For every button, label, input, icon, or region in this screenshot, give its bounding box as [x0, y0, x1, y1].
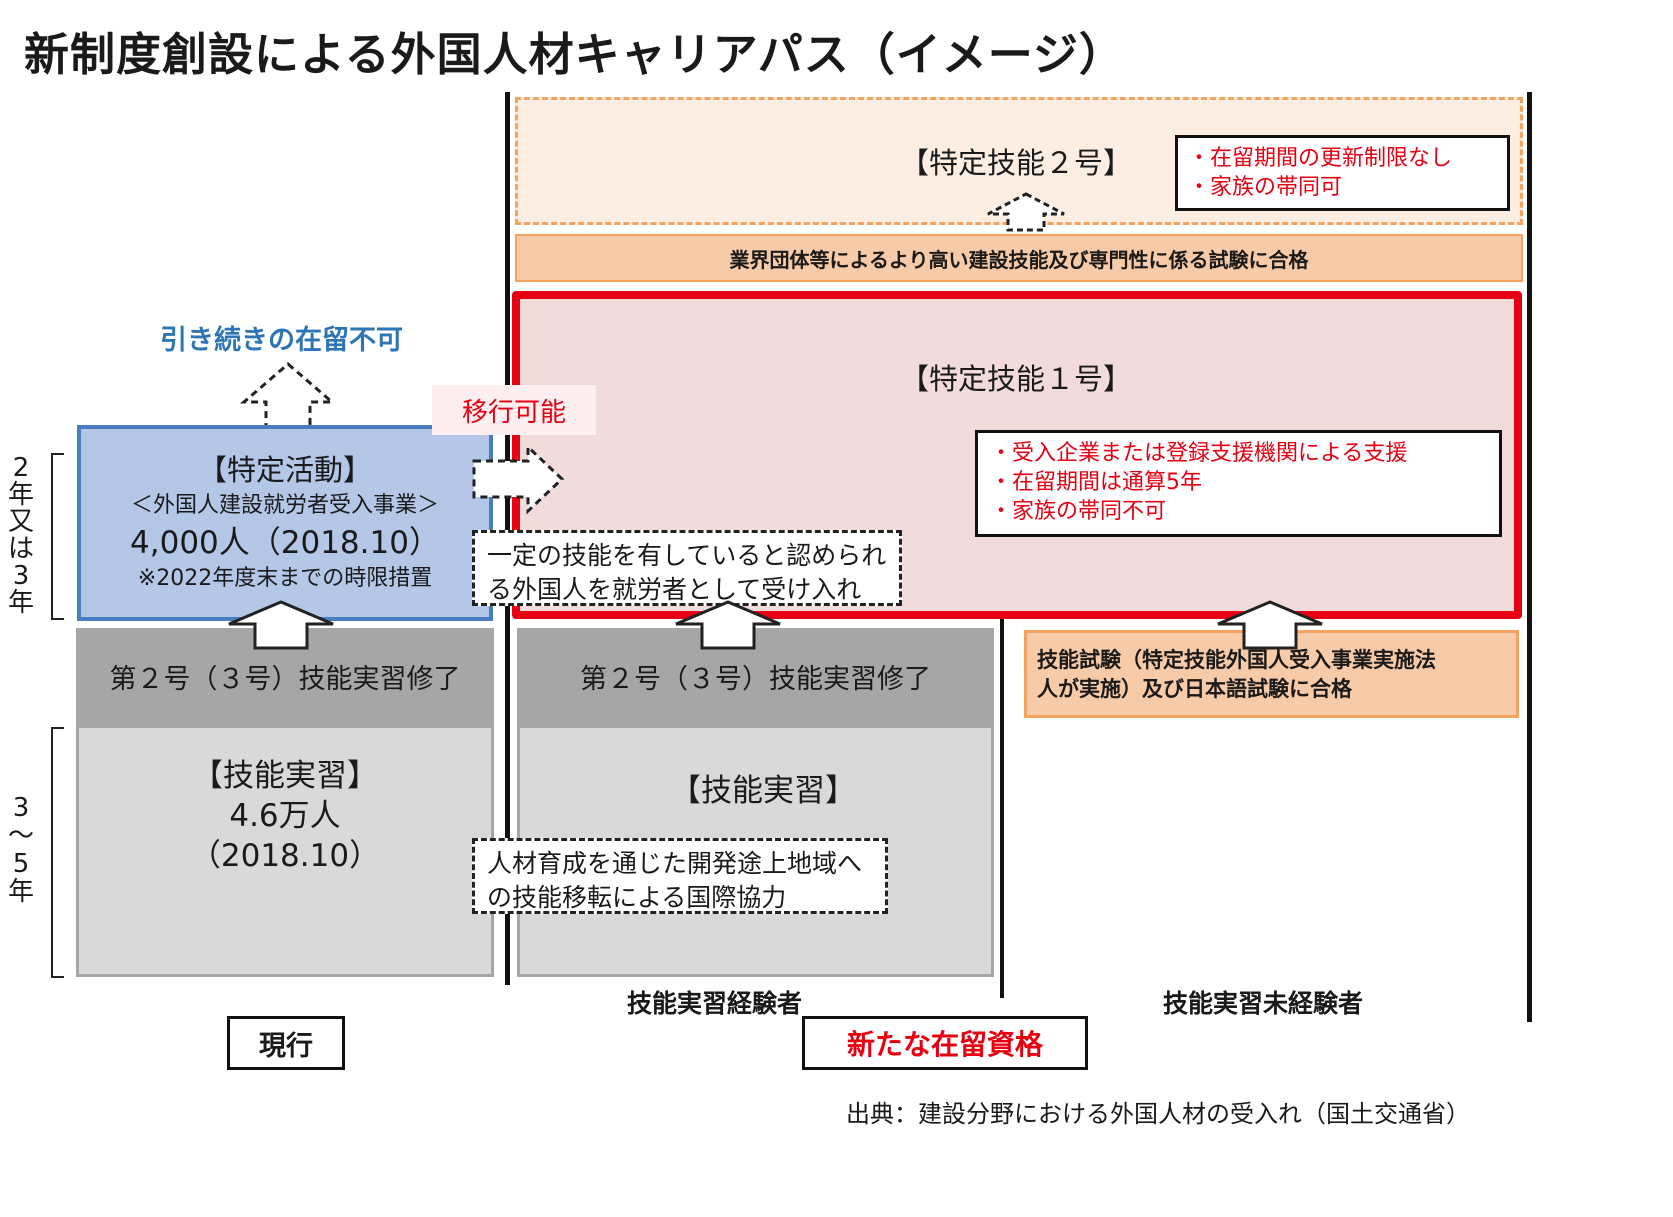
tokutei-katsudo-note: ※2022年度末までの時限措置: [137, 566, 433, 591]
tokutei2-features: ・在留期間の更新制限なし ・家族の帯同可: [1175, 135, 1510, 211]
up-arrow-solid-icon: [675, 600, 781, 650]
current-system-label: 現行: [227, 1016, 345, 1070]
jisshu-count: 4.6万人: [229, 798, 341, 834]
tokutei2-heading: 【特定技能２号】: [900, 146, 1133, 180]
jisshu-date: （2018.10）: [189, 838, 381, 874]
completion-label: 第２号（３号）技能実習修了: [109, 664, 461, 695]
tokutei-katsudo-heading: 【特定活動】: [197, 453, 372, 487]
no-continue-label: 引き続きの在留不可: [160, 325, 403, 356]
development-note: 人材育成を通じた開発途上地域へ の技能移転による国際協力: [472, 838, 888, 914]
up-arrow-solid-icon: [1217, 600, 1323, 650]
divider-middle: [1000, 576, 1004, 998]
divider-right: [1527, 92, 1532, 1022]
new-status-label: 新たな在留資格: [802, 1016, 1088, 1070]
jisshu-box-current: 【技能実習】 4.6万人 （2018.10）: [76, 725, 494, 977]
experienced-label: 技能実習経験者: [627, 989, 803, 1018]
tokutei1-features: ・受入企業または登録支援機関による支援 ・在留期間は通算5年 ・家族の帯同不可: [975, 430, 1502, 537]
page-title: 新制度創設による外国人材キャリアパス（イメージ）: [24, 28, 1125, 81]
period-upper-label: 2 年 又 は 3 年: [7, 453, 34, 618]
period-bracket-lower: [51, 727, 64, 978]
tokutei-katsudo-program: ＜外国人建設就労者受入事業＞: [130, 493, 439, 518]
acceptance-note: 一定の技能を有していると認められ る外国人を就労者として受け入れ: [472, 530, 902, 606]
inexperienced-label: 技能実習未経験者: [1163, 989, 1364, 1018]
transfer-label: 移行可能: [432, 385, 596, 435]
jisshu-heading: 【技能実習】: [192, 758, 378, 794]
period-bracket-upper: [51, 453, 64, 620]
period-lower-label: 3 ～ 5 年: [7, 793, 34, 907]
completion-band-current: 第２号（３号）技能実習修了: [76, 628, 494, 725]
tokutei-katsudo-box: 【特定活動】 ＜外国人建設就労者受入事業＞ 4,000人（2018.10） ※2…: [77, 425, 493, 621]
up-arrow-solid-icon: [228, 600, 334, 650]
jisshu-heading-new: 【技能実習】: [670, 773, 856, 809]
right-arrow-dashed-icon: [472, 443, 565, 515]
high-skill-exam-bar: 業界団体等によるより高い建設技能及び専門性に係る試験に合格: [515, 234, 1523, 282]
tokutei1-heading: 【特定技能１号】: [900, 362, 1133, 396]
up-arrow-dashed-icon: [987, 192, 1065, 232]
tokutei-katsudo-count: 4,000人（2018.10）: [130, 525, 440, 561]
source-citation: 出典：建設分野における外国人材の受入れ（国土交通省）: [846, 1100, 1470, 1128]
